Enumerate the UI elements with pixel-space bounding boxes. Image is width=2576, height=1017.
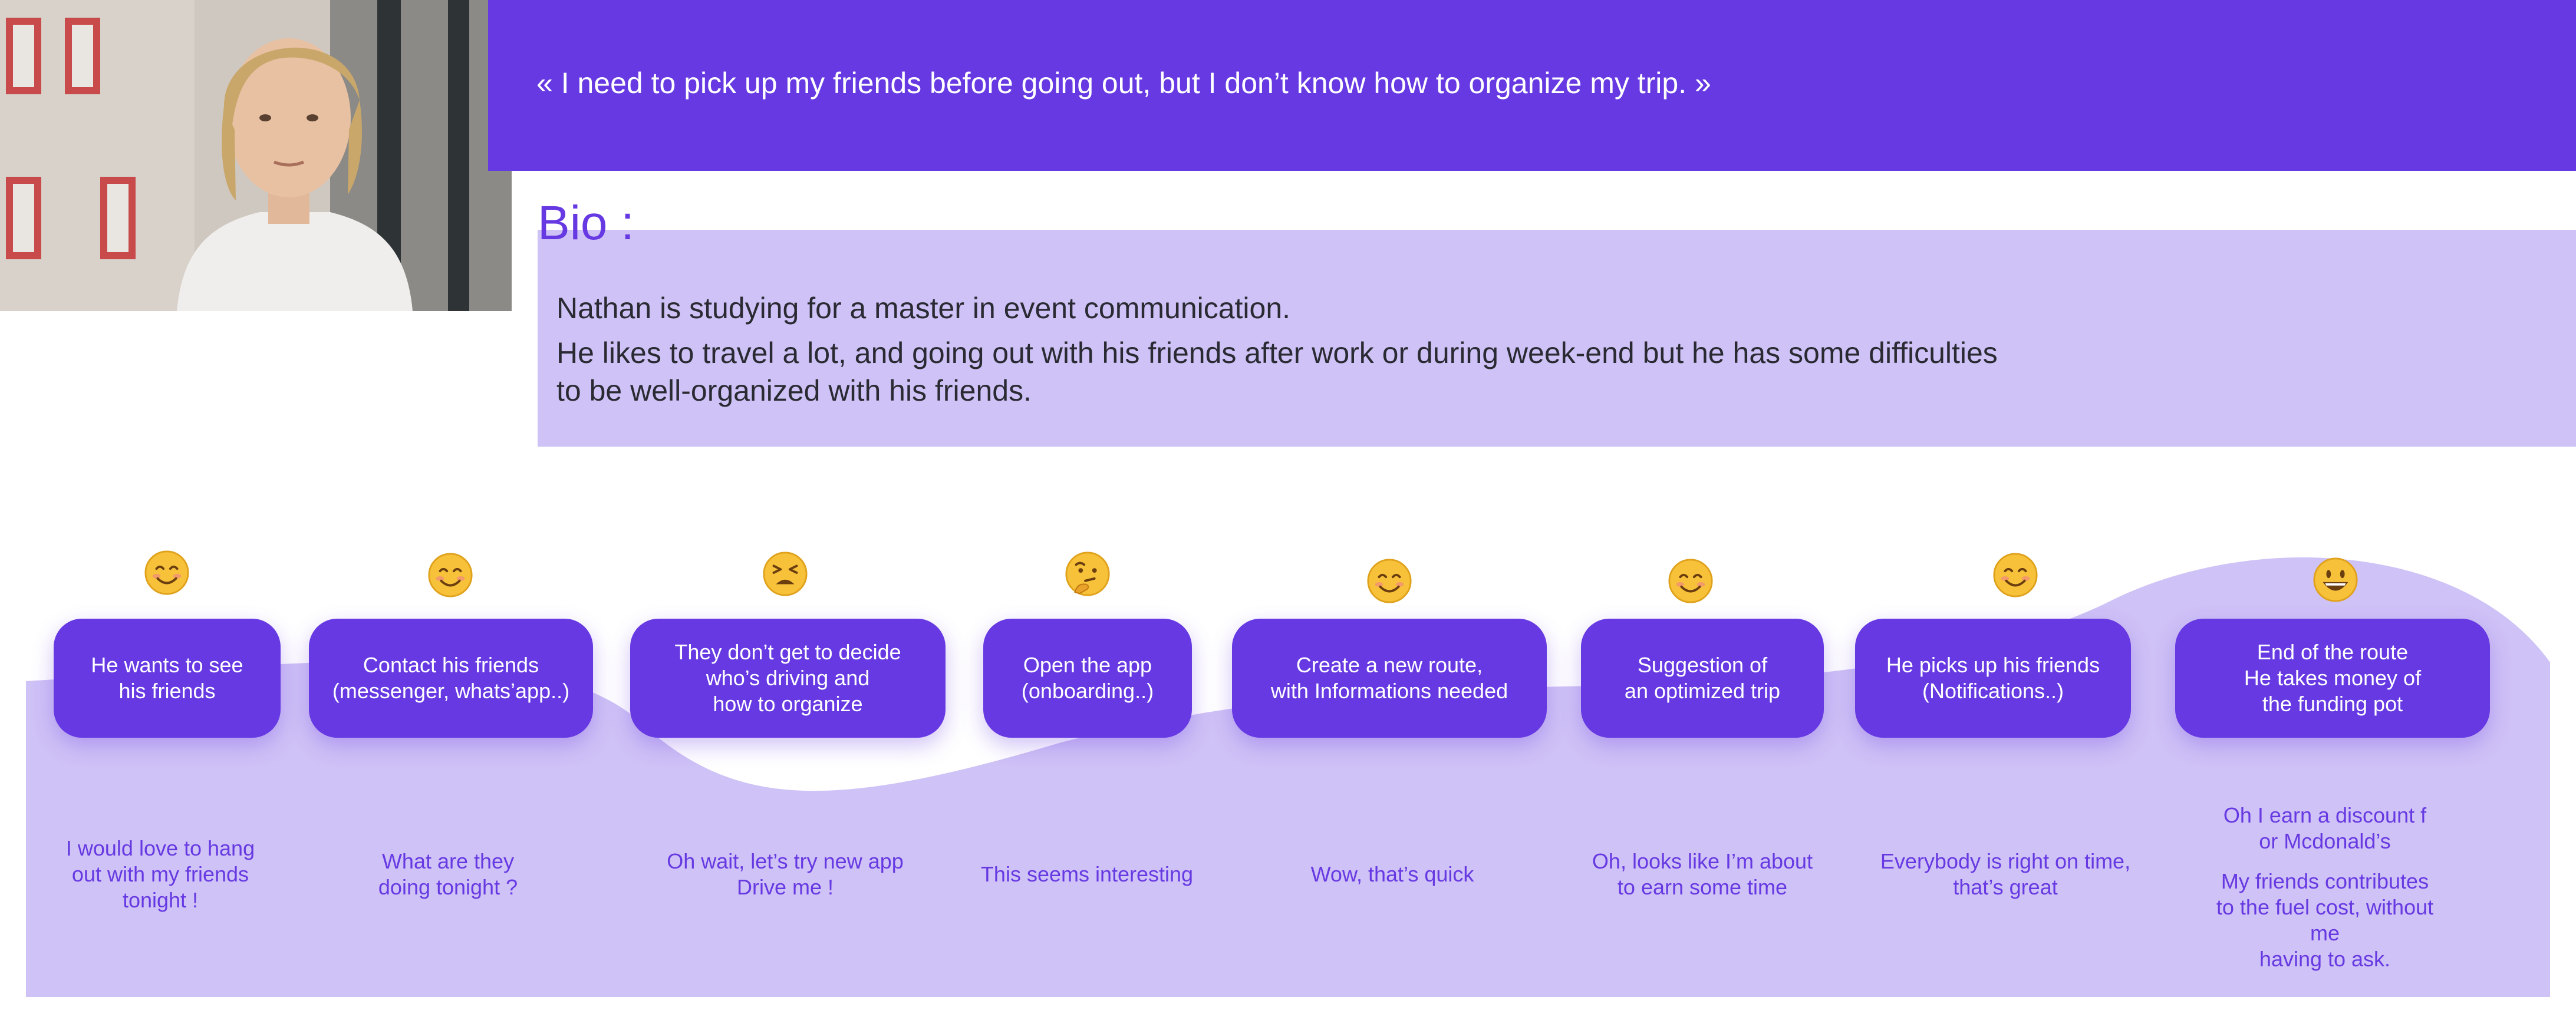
bio-line-2: He likes to travel a lot, and going out …	[556, 336, 1998, 369]
journey-thought-1: I would love to hang out with my friends…	[65, 836, 255, 912]
smiling-face-icon	[144, 550, 189, 595]
journey-thought-8b: My friends contributes to the fuel cost,…	[2216, 869, 2434, 971]
bio-line-3: to be well-organized with his friends.	[556, 374, 1032, 407]
journey-thought-7: Everybody is right on time, that’s great	[1880, 849, 2131, 899]
persona-photo-image	[0, 0, 512, 311]
journey-thought-5: Wow, that’s quick	[1310, 862, 1474, 886]
journey-step-1: He wants to see his friends	[54, 619, 281, 738]
grinning-face-icon	[2313, 557, 2358, 602]
journey-step-4: Open the app (onboarding..)	[983, 619, 1192, 738]
smiling-face-icon	[1367, 559, 1412, 603]
smiling-face-icon	[1668, 559, 1713, 603]
journey-thought-8: Oh I earn a discount f or Mcdonald’s	[2223, 803, 2427, 853]
smiling-face-icon	[1993, 553, 2038, 597]
persona-photo	[0, 0, 512, 311]
journey-step-3: They don’t get to decide who’s driving a…	[630, 619, 946, 738]
bio-box	[538, 230, 2576, 447]
tired-face-icon	[763, 552, 808, 596]
bio-line-1: Nathan is studying for a master in event…	[556, 292, 1291, 325]
journey-step-7: He picks up his friends (Notifications..…	[1855, 619, 2131, 738]
quote-banner	[488, 0, 2576, 171]
journey-step-5: Create a new route, with Informations ne…	[1232, 619, 1547, 738]
journey-thought-3: Oh wait, let’s try new app Drive me !	[667, 849, 904, 899]
journey-thought-2: What are they doing tonight ?	[378, 849, 518, 899]
persona-quote: « I need to pick up my friends before go…	[536, 67, 1711, 100]
smiling-face-icon	[428, 553, 473, 597]
thinking-face-icon	[1065, 552, 1110, 596]
journey-step-2: Contact his friends (messenger, whats’ap…	[309, 619, 593, 738]
journey-step-8: End of the route He takes money of the f…	[2175, 619, 2490, 738]
bio-title: Bio :	[538, 196, 635, 250]
journey-thought-4: This seems interesting	[980, 862, 1194, 886]
journey-step-6: Suggestion of an optimized trip	[1581, 619, 1824, 738]
journey-thought-6: Oh, looks like I’m about to earn some ti…	[1592, 849, 1813, 899]
